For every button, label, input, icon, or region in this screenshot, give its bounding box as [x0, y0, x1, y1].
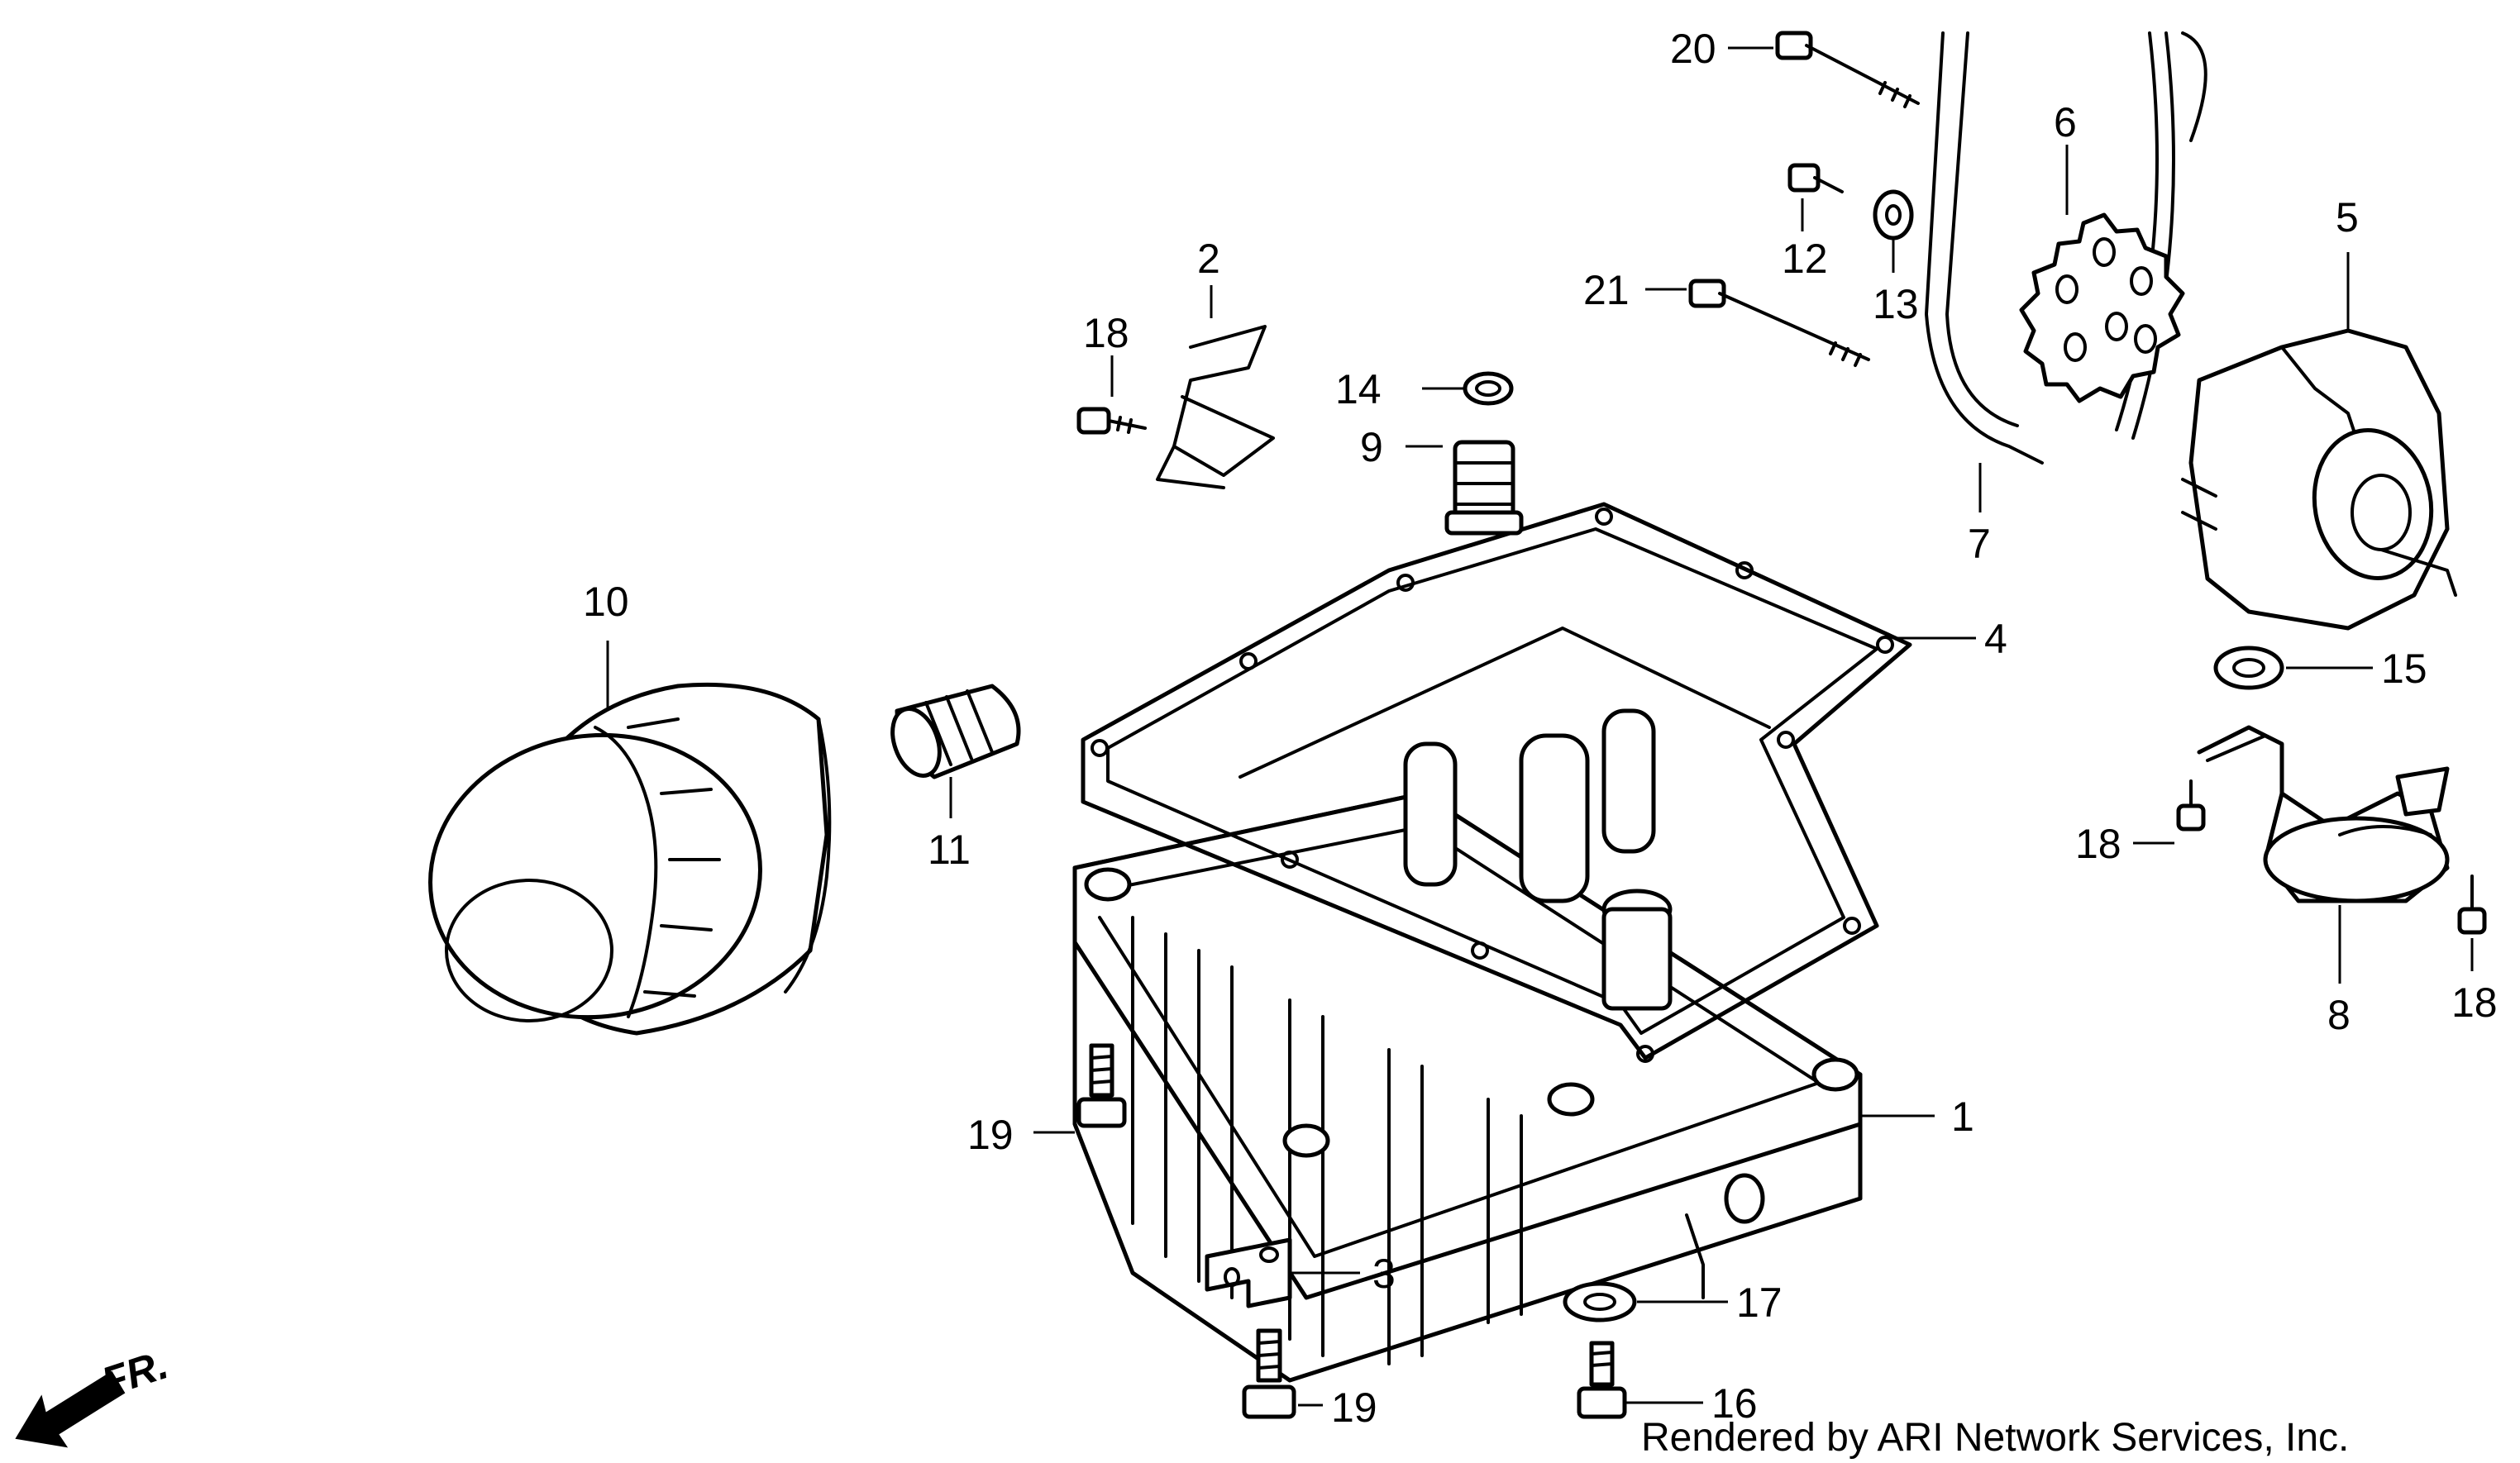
- drain-bolt-16[interactable]: [1577, 1341, 1627, 1419]
- callout-6: 6: [2054, 99, 2077, 145]
- callout-17: 17: [1736, 1280, 1783, 1326]
- washer-13[interactable]: [1873, 189, 1914, 241]
- o-ring[interactable]: [1463, 371, 1514, 406]
- bolt-19-upper[interactable]: [1076, 1043, 1127, 1128]
- bracket-3[interactable]: [1205, 1237, 1292, 1308]
- credit-text: Rendered by ARI Network Services, Inc.: [1641, 1416, 2349, 1460]
- bolt-21[interactable]: [1688, 279, 1870, 367]
- gasket-bolt-holes: [1091, 508, 1894, 1063]
- oil-pump-sprocket[interactable]: [2019, 212, 2185, 403]
- bolt-12[interactable]: [1787, 163, 1844, 193]
- bolt-18-strainer-left[interactable]: [2176, 779, 2206, 832]
- relief-valve[interactable]: [1444, 440, 1524, 536]
- filter-pipe[interactable]: [884, 684, 1021, 782]
- callout-13: 13: [1873, 281, 1919, 327]
- bolt-20[interactable]: [1775, 31, 1920, 108]
- washer-15[interactable]: [2213, 646, 2284, 690]
- callout-11: 11: [928, 827, 971, 873]
- callout-16: 16: [1711, 1380, 1758, 1427]
- callout-8: 8: [2327, 992, 2351, 1038]
- callout-3: 3: [1372, 1251, 1396, 1297]
- oil-pan-gasket[interactable]: [1081, 502, 1912, 1063]
- oil-filter[interactable]: [412, 682, 832, 1038]
- callout-1: 1: [1951, 1094, 1974, 1140]
- bolt-18-upper-left[interactable]: [1076, 407, 1147, 435]
- leader-lines: [606, 46, 2474, 1407]
- callout-12: 12: [1782, 236, 1828, 282]
- callout-19-lower: 19: [1331, 1384, 1377, 1431]
- callout-19-upper: 19: [967, 1112, 1014, 1158]
- washer-17[interactable]: [1563, 1281, 1637, 1322]
- callout-10: 10: [583, 579, 629, 625]
- callout-20: 20: [1670, 26, 1716, 72]
- callout-2: 2: [1197, 236, 1220, 282]
- callout-18-strainer-left: 18: [2075, 821, 2121, 867]
- oil-strainer[interactable]: [2197, 725, 2450, 903]
- callout-18-strainer-right: 18: [2451, 979, 2498, 1026]
- callout-5: 5: [2336, 194, 2359, 241]
- callout-18-upper-left: 18: [1083, 310, 1129, 356]
- callout-4: 4: [1984, 616, 2007, 662]
- callout-14: 14: [1335, 366, 1382, 412]
- callout-7: 7: [1968, 521, 1991, 567]
- callout-21: 21: [1583, 267, 1630, 313]
- callout-numbers: 1 2 3 4 5 6 7 8 9 10 11 12 13 14 15 16 1…: [583, 26, 2498, 1431]
- callout-9: 9: [1360, 424, 1383, 470]
- front-arrow-icon: [15, 1370, 126, 1448]
- spring-clip[interactable]: [1156, 325, 1275, 489]
- bolt-19-lower[interactable]: [1242, 1328, 1296, 1419]
- front-indicator-label: FR.: [96, 1341, 174, 1405]
- oil-pump[interactable]: [2181, 328, 2457, 631]
- bolt-18-strainer-right[interactable]: [2457, 874, 2487, 935]
- callout-15: 15: [2381, 646, 2427, 692]
